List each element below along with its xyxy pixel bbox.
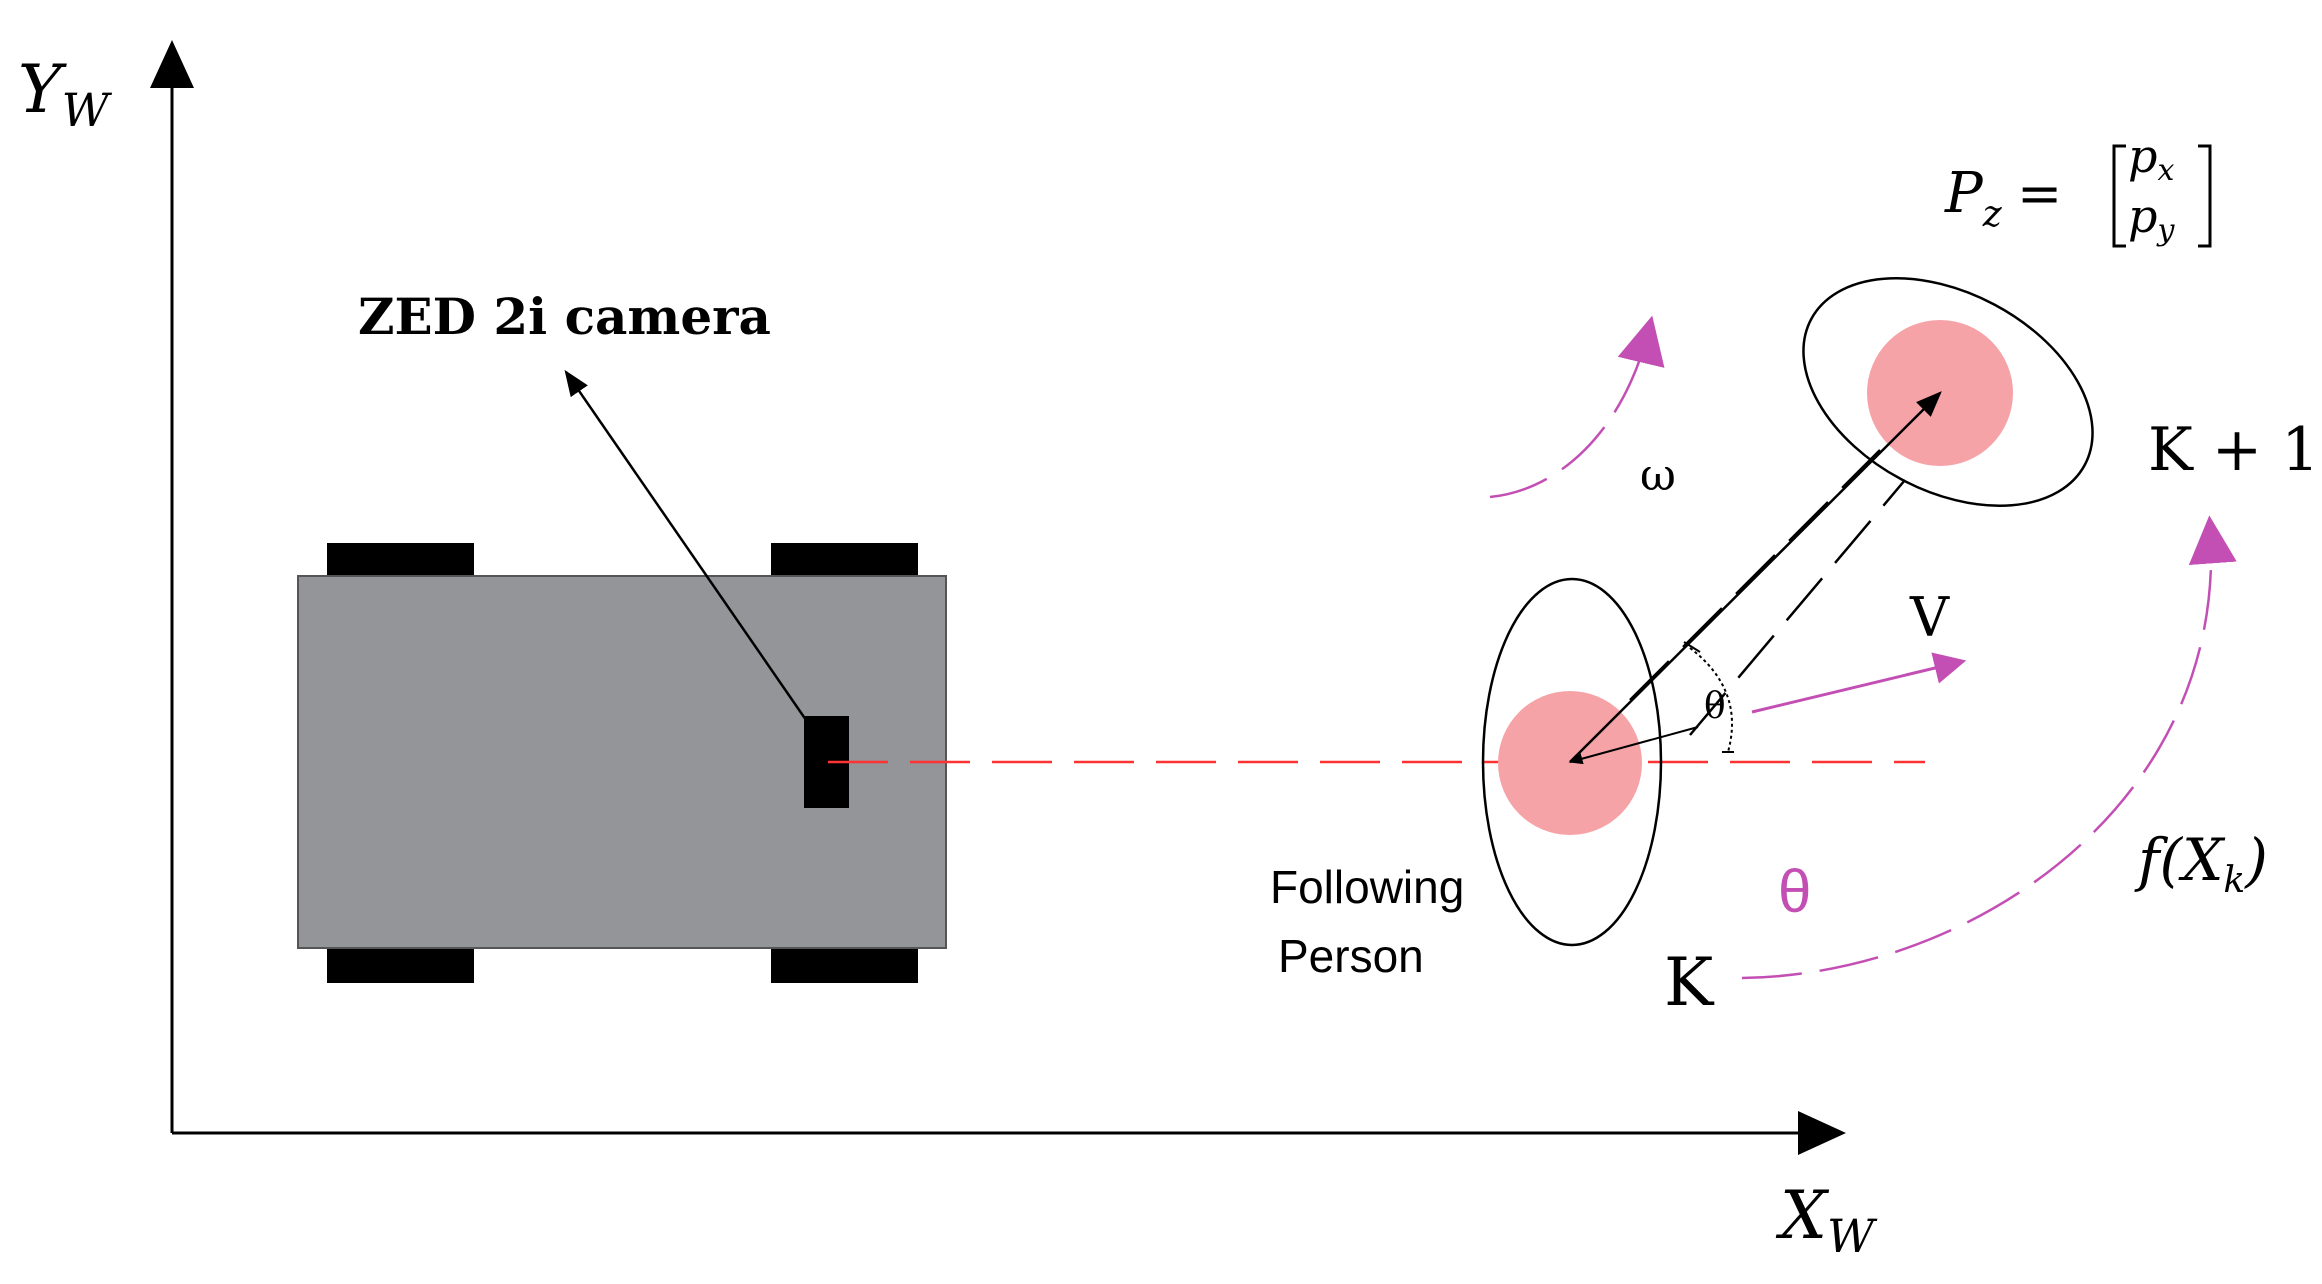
theta-arc (1689, 647, 1733, 753)
uncertainty-ellipse-k1 (1802, 277, 2094, 507)
py-entry: py (2128, 189, 2175, 248)
state-transition-arrow (1741, 515, 2237, 980)
x-axis-label: XW (1775, 1177, 1878, 1263)
trajectory-guide-lower (1689, 479, 1906, 736)
camera-pointer-arrow (564, 369, 817, 734)
y-axis-arrowhead (150, 40, 194, 88)
theta-large-label: θ (1778, 858, 1811, 925)
wheel-top-left (327, 543, 474, 578)
trajectory-guide-upper (1629, 449, 1881, 701)
state-k1-label: K + 1 (2148, 415, 2319, 485)
state-k-label: K (1664, 944, 1715, 1021)
displacement-vector (1569, 391, 1942, 763)
uncertainty-ellipse-k (1481, 577, 1663, 947)
bracket-right (2198, 144, 2212, 248)
velocity-arrow (1751, 652, 1967, 714)
wheel-bottom-right (771, 948, 918, 983)
velocity-label: V (1909, 586, 1950, 649)
pz-equals: = (2017, 162, 2062, 225)
wheel-top-right (771, 543, 918, 578)
omega-rotation-arrow (1489, 315, 1665, 499)
following-label-line2: Person (1278, 930, 1424, 982)
y-axis-label: YW (18, 51, 113, 137)
bracket-left (2112, 144, 2126, 248)
pz-equation: Pz = px py (1944, 129, 2212, 248)
omega-label: ω (1640, 450, 1676, 501)
following-label-line1: Following (1270, 861, 1464, 913)
px-entry: px (2128, 129, 2174, 188)
camera-label: ZED 2i camera (358, 287, 771, 346)
theta-small-label: θ (1704, 686, 1726, 727)
wheel-bottom-left (327, 948, 474, 983)
x-axis-arrowhead (1798, 1111, 1846, 1155)
transition-function-label: f(Xk) (2134, 826, 2268, 901)
theta-arc-tick-top (1683, 641, 1701, 653)
pointer-to-center (1568, 726, 1699, 765)
pz-label: Pz (1944, 161, 2003, 235)
